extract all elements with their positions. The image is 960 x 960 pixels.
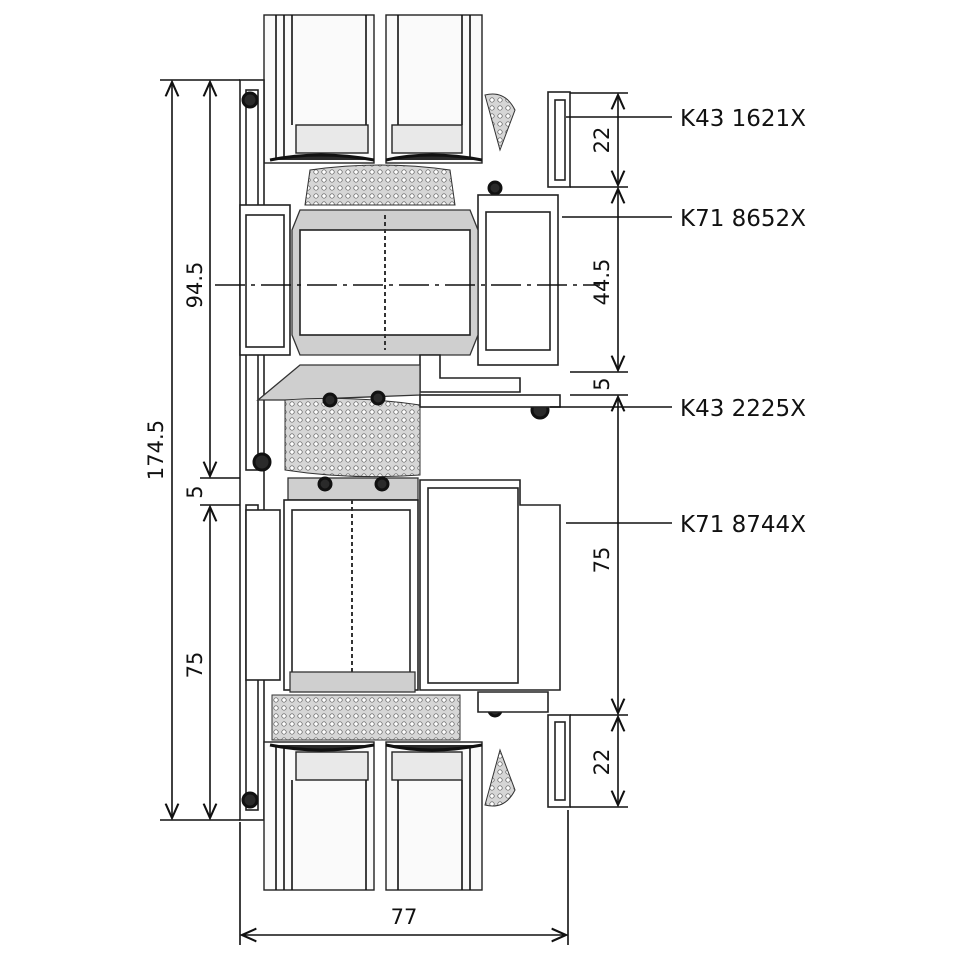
profile-labels: K43 1621X K71 8652X K43 2225X K71 8744X [550,106,806,538]
right-dimensions: 22 44.5 5 75 22 [570,92,628,808]
left-dimensions: 174.5 94.5 5 75 [144,79,240,821]
bottom-glazing [263,741,483,891]
label-k43-2225x: K43 2225X [680,396,806,422]
dim-174-5: 174.5 [144,420,168,480]
dim-75-left: 75 [183,652,207,679]
top-glazing [263,14,483,164]
upper-sash-profile [239,164,559,393]
label-k71-8652x: K71 8652X [680,206,806,232]
thermal-break [256,364,561,501]
dim-44-5: 44.5 [590,259,614,306]
dim-22-bottom: 22 [590,749,614,776]
dim-5-left: 5 [183,485,207,498]
dim-75-right: 75 [590,547,614,574]
dim-94-5: 94.5 [183,262,207,309]
lower-sash-profile [245,479,561,741]
label-k71-8744x: K71 8744X [680,512,806,538]
dim-77: 77 [391,905,418,929]
width-dimension: 77 [239,810,569,945]
dim-22-top: 22 [590,127,614,154]
dim-5-right: 5 [590,377,614,390]
label-k43-1621x: K43 1621X [680,106,806,132]
